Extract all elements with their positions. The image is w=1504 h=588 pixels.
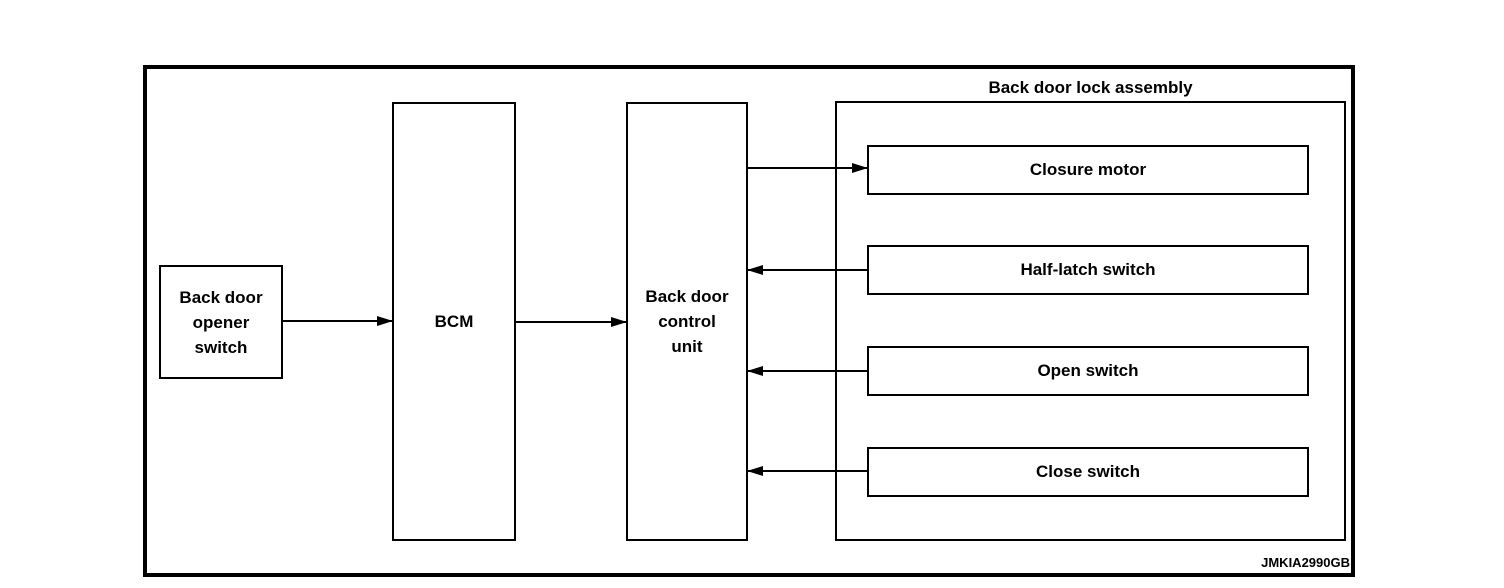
arrow-bcm-to-control-unit xyxy=(515,317,627,327)
figure-code: JMKIA2990GB xyxy=(1261,555,1350,570)
node-back-door-opener-switch-label: Back door opener switch xyxy=(179,287,263,357)
node-back-door-control-unit-label: Back door control unit xyxy=(645,287,729,356)
node-close-switch-label: Close switch xyxy=(1036,462,1140,481)
arrow-control-unit-to-closure-motor xyxy=(748,163,868,173)
assembly-title: Back door lock assembly xyxy=(988,78,1193,97)
arrow-opener-switch-to-bcm xyxy=(282,316,393,326)
node-closure-motor-label: Closure motor xyxy=(1029,160,1147,179)
node-closure-motor: Closure motor xyxy=(867,145,1309,195)
arrow-half-latch-switch-to-control-unit xyxy=(747,265,867,275)
node-close-switch: Close switch xyxy=(867,447,1309,497)
node-open-switch-label: Open switch xyxy=(1037,361,1139,380)
arrow-close-switch-to-control-unit xyxy=(747,466,867,476)
node-open-switch: Open switch xyxy=(867,346,1309,396)
node-half-latch-switch: Half-latch switch xyxy=(867,245,1309,295)
arrow-open-switch-to-control-unit xyxy=(747,366,867,376)
node-bcm: BCM xyxy=(392,102,516,541)
node-bcm-label: BCM xyxy=(434,312,474,331)
node-back-door-control-unit: Back door control unit xyxy=(626,102,748,541)
node-back-door-opener-switch: Back door opener switch xyxy=(159,265,283,379)
node-half-latch-switch-label: Half-latch switch xyxy=(1020,260,1156,279)
